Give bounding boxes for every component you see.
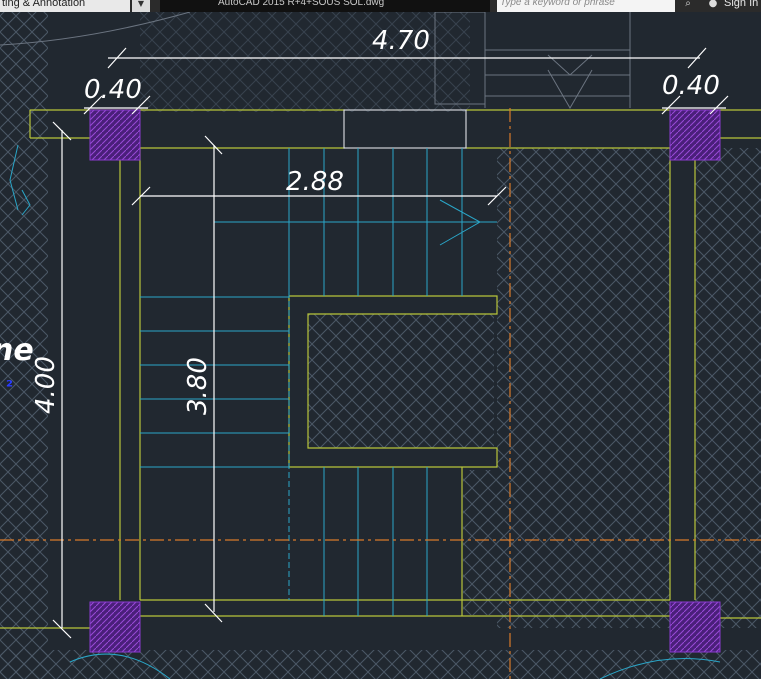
dim-stair-length: 3.80 bbox=[183, 357, 213, 415]
dim-column-left: 0.40 bbox=[84, 75, 142, 105]
axis-lines bbox=[0, 108, 761, 679]
column-top-right bbox=[669, 109, 721, 161]
room-area-fragment: ² bbox=[6, 377, 13, 396]
room-label-fragment: ne bbox=[0, 333, 34, 368]
column-bottom-right bbox=[669, 601, 721, 653]
binoculars-icon[interactable]: ⌕ bbox=[685, 0, 691, 9]
workspace-selector[interactable]: ting & Annotation bbox=[0, 0, 130, 12]
chevron-down-icon[interactable]: ▼ bbox=[132, 0, 150, 12]
search-input[interactable]: Type a keyword or phrase bbox=[497, 0, 675, 12]
dim-stair-width: 2.88 bbox=[286, 167, 344, 197]
dim-overall-height: 4.00 bbox=[31, 356, 61, 414]
hatch-areas bbox=[0, 12, 761, 679]
column-top-left bbox=[89, 109, 141, 161]
column-bottom-left bbox=[89, 601, 141, 653]
dim-column-right: 0.40 bbox=[662, 71, 720, 101]
drawing-canvas[interactable]: 4.70 0.40 0.40 2.88 3.80 4.00 ne ² bbox=[0, 12, 761, 679]
window-title: AutoCAD 2015 R+4+SOUS SOL.dwg bbox=[160, 0, 490, 12]
user-icon[interactable]: ● bbox=[708, 0, 718, 9]
sign-in-link[interactable]: Sign In bbox=[724, 0, 759, 9]
columns bbox=[89, 109, 721, 653]
walls bbox=[0, 109, 761, 629]
dimension-lines bbox=[52, 47, 729, 639]
title-bar: ting & Annotation ▼ AutoCAD 2015 R+4+SOU… bbox=[0, 0, 761, 12]
upper-structure bbox=[0, 12, 631, 109]
dim-overall-width: 4.70 bbox=[372, 26, 430, 56]
